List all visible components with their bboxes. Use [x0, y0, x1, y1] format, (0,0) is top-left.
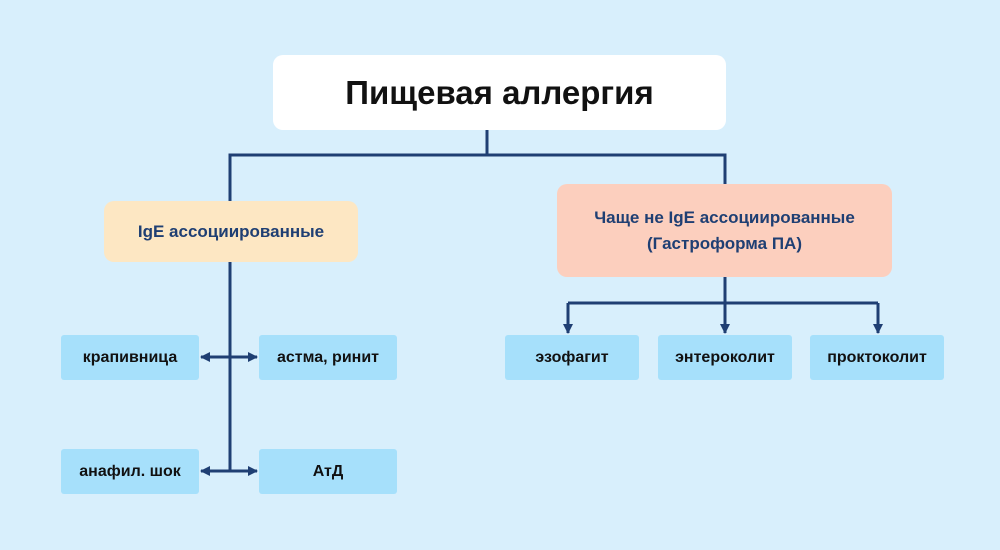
non-ige-associated-sublabel: (Гастроформа ПА) [647, 233, 802, 253]
ige-associated-label: IgE ассоциированные [137, 221, 325, 241]
leaf-label: анафил. шок [79, 462, 181, 480]
diagram-title: Пищевая аллергия [345, 73, 654, 111]
non-ige-associated-box: Чаще не IgE ассоциированные (Гастроформа… [557, 184, 892, 277]
leaf-asthma-rhinitis: астма, ринит [259, 335, 397, 380]
leaf-label: эзофагит [535, 348, 609, 366]
leaf-proctocolitis: проктоколит [810, 335, 944, 380]
leaf-enterocolitis: энтероколит [658, 335, 792, 380]
ige-associated-box: IgE ассоциированные [104, 201, 358, 262]
leaf-label: АтД [312, 462, 344, 480]
diagram-title-box: Пищевая аллергия [273, 55, 726, 130]
leaf-label: астма, ринит [277, 348, 379, 366]
leaf-urticaria: крапивница [61, 335, 199, 380]
non-ige-associated-label: Чаще не IgE ассоциированные [594, 208, 855, 227]
top-branch-line [228, 153, 727, 201]
leaf-label: энтероколит [675, 348, 775, 366]
leaf-atopic-dermatitis: АтД [259, 449, 397, 494]
leaf-label: проктоколит [827, 348, 927, 366]
leaf-anaphylactic-shock: анафил. шок [61, 449, 199, 494]
leaf-label: крапивница [82, 348, 178, 366]
leaf-esophagitis: эзофагит [505, 335, 639, 380]
